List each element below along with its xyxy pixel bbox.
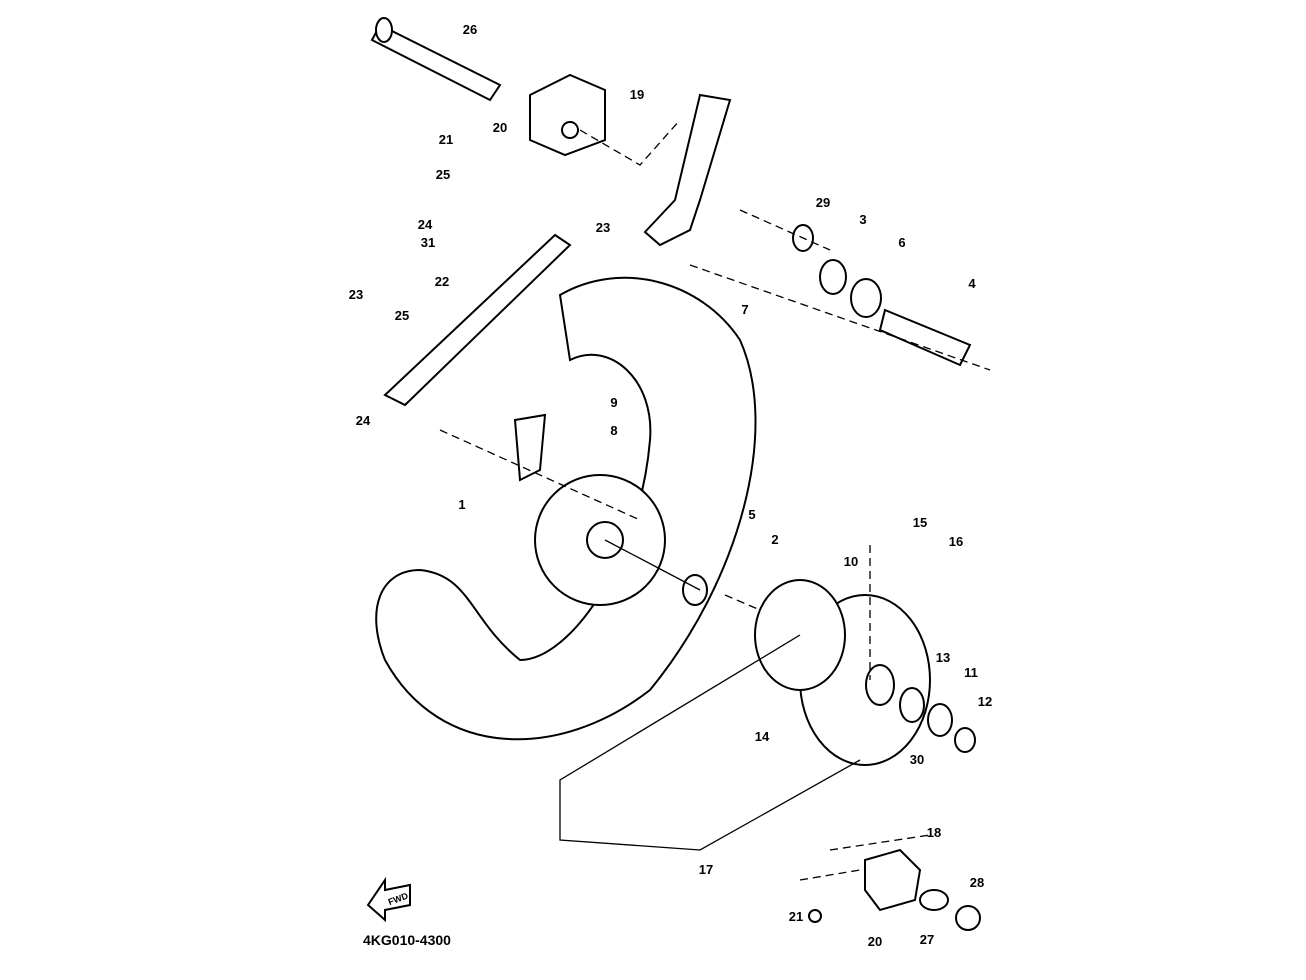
callout-19: 19 <box>629 87 645 102</box>
rear-wheel <box>375 276 757 741</box>
callout-6: 6 <box>898 235 906 250</box>
callout-24: 24 <box>417 217 433 232</box>
callout-3: 3 <box>859 212 867 227</box>
forward-arrow-icon: FWD <box>366 876 411 923</box>
relay-arm <box>643 93 732 247</box>
drive-chain-17 <box>559 634 861 851</box>
callout-14: 14 <box>754 729 770 744</box>
bearing-6 <box>850 278 882 318</box>
callout-23: 23 <box>595 220 611 235</box>
callout-21: 21 <box>788 909 804 924</box>
callout-28: 28 <box>969 875 985 890</box>
callout-29: 29 <box>815 195 831 210</box>
callout-8: 8 <box>610 423 618 438</box>
bearing-2 <box>682 574 708 606</box>
callout-20: 20 <box>867 934 883 949</box>
callout-23: 23 <box>348 287 364 302</box>
chain-adjuster-18 <box>864 848 922 912</box>
nut-21 <box>808 909 822 923</box>
callout-24: 24 <box>355 413 371 428</box>
oil-seal-12 <box>927 703 953 737</box>
callout-1: 1 <box>458 497 466 512</box>
callout-11: 11 <box>964 665 978 680</box>
callout-5: 5 <box>748 507 756 522</box>
callout-4: 4 <box>968 276 976 291</box>
callout-9: 9 <box>610 395 618 410</box>
callout-27: 27 <box>919 932 935 947</box>
nut-27 <box>955 905 981 931</box>
wheel-axle-4 <box>878 308 972 367</box>
callout-10: 10 <box>843 554 859 569</box>
bearing-11 <box>899 687 925 723</box>
callout-15: 15 <box>912 515 928 530</box>
callout-16: 16 <box>948 534 964 549</box>
callout-21: 21 <box>438 132 454 147</box>
callout-13: 13 <box>935 650 951 665</box>
callout-12: 12 <box>977 694 993 709</box>
callout-7: 7 <box>741 302 749 317</box>
callout-17: 17 <box>698 862 714 877</box>
callout-20: 20 <box>492 120 508 135</box>
guide-lines <box>439 119 991 881</box>
adjuster-hole <box>561 121 579 139</box>
callout-25: 25 <box>394 308 410 323</box>
callout-30: 30 <box>909 752 925 767</box>
chain-adjuster-19 <box>529 73 606 157</box>
callout-25: 25 <box>435 167 451 182</box>
washer-28 <box>919 889 949 911</box>
callout-22: 22 <box>434 274 450 289</box>
callout-31: 31 <box>420 235 436 250</box>
callout-26: 26 <box>462 22 478 37</box>
collar-30 <box>954 727 976 753</box>
diagram-code: 4KG010-4300 <box>363 932 451 948</box>
callout-18: 18 <box>926 825 942 840</box>
tie-rod-22 <box>383 233 572 407</box>
axle-bolt-26 <box>370 17 502 102</box>
sprocket-14 <box>754 579 976 766</box>
callout-2: 2 <box>771 532 779 547</box>
oil-seal-3 <box>819 259 847 295</box>
